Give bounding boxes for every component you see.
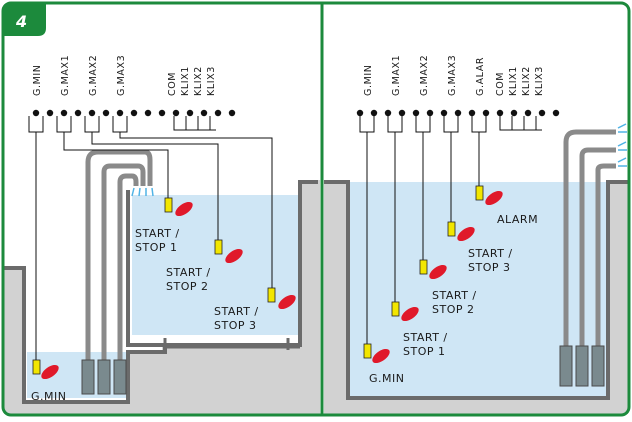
- left-float-stop1: [164, 197, 193, 217]
- left-upper-tank-water: [132, 195, 302, 335]
- left-term-gmin: G.MIN: [32, 65, 43, 97]
- right-float-stop2: [419, 259, 447, 280]
- right-term-gmax3: G.MAX3: [447, 55, 458, 96]
- right-float-stop1: [391, 301, 419, 322]
- right-float-stop3: [447, 221, 475, 242]
- left-float-stop2: [214, 239, 243, 264]
- left-term-gmax2: G.MAX2: [88, 55, 99, 96]
- left-term-klix3: KLIX3: [206, 66, 217, 96]
- right-panel: G.MIN G.MAX1 G.MAX2 G.MAX3 G.ALAR COM KL…: [324, 55, 628, 414]
- right-label-s1a: START /: [403, 331, 448, 344]
- left-spray-icon: [131, 187, 154, 197]
- left-sump-wall: [4, 266, 167, 404]
- right-label-s2a: START /: [432, 289, 477, 302]
- right-wires: [366, 132, 480, 344]
- right-term-klix3: KLIX3: [534, 66, 545, 96]
- left-float-stop3: [267, 287, 296, 310]
- right-label-s3a: START /: [468, 247, 513, 260]
- figure-badge: [3, 3, 46, 36]
- right-pump-2: [575, 345, 589, 387]
- left-label-s3b: STOP 3: [214, 319, 257, 332]
- left-pump-group: [85, 149, 153, 362]
- left-pump-1: [81, 359, 95, 395]
- left-term-klix2: KLIX2: [193, 66, 204, 96]
- left-panel: G.MIN G.MAX1 G.MAX2 G.MAX3 COM KLIX1 KLI…: [4, 55, 320, 414]
- left-wires: [35, 132, 273, 360]
- right-pump-1: [559, 345, 573, 387]
- left-label-s1a: START /: [135, 227, 180, 240]
- left-term-com: COM: [167, 72, 178, 96]
- right-label-s1b: STOP 1: [403, 345, 446, 358]
- right-term-klix2: KLIX2: [521, 66, 532, 96]
- left-upper-tank-wall: [126, 190, 302, 347]
- right-terminal-block: G.MIN G.MAX1 G.MAX2 G.MAX3 G.ALAR COM KL…: [356, 55, 560, 133]
- right-float-gmin: [363, 343, 390, 364]
- right-term-klix1: KLIX1: [508, 66, 519, 96]
- right-float-alarm: [475, 185, 503, 206]
- right-spray-icon: [617, 123, 627, 167]
- right-pump-pipes: [563, 129, 616, 350]
- right-label-s3b: STOP 3: [468, 261, 511, 274]
- left-label-s3a: START /: [214, 305, 259, 318]
- left-pump-2: [97, 359, 111, 395]
- left-term-gmax1: G.MAX1: [60, 55, 71, 96]
- right-label-s2b: STOP 2: [432, 303, 475, 316]
- left-outer-wall: [298, 180, 318, 190]
- left-term-klix1: KLIX1: [180, 66, 191, 96]
- left-label-gmin: G.MIN: [31, 390, 66, 403]
- left-label-s2a: START /: [166, 266, 211, 279]
- left-pump-3: [113, 359, 127, 395]
- left-float-gmin: [32, 359, 59, 380]
- right-term-galar: G.ALAR: [475, 57, 486, 96]
- right-pump-3: [591, 345, 605, 387]
- right-term-gmax1: G.MAX1: [391, 55, 402, 96]
- right-label-alarm: ALARM: [497, 213, 538, 226]
- right-term-com: COM: [495, 72, 506, 96]
- left-label-s1b: STOP 1: [135, 241, 178, 254]
- left-label-s2b: STOP 2: [166, 280, 209, 293]
- right-label-gmin: G.MIN: [369, 372, 404, 385]
- left-ground: [4, 180, 320, 414]
- figure-number: 4: [15, 12, 27, 31]
- right-tank-wall: [324, 180, 628, 400]
- left-terminal-block: G.MIN G.MAX1 G.MAX2 G.MAX3 COM KLIX1 KLI…: [28, 55, 236, 133]
- right-term-gmin: G.MIN: [363, 65, 374, 97]
- left-term-gmax3: G.MAX3: [116, 55, 127, 96]
- right-term-gmax2: G.MAX2: [419, 55, 430, 96]
